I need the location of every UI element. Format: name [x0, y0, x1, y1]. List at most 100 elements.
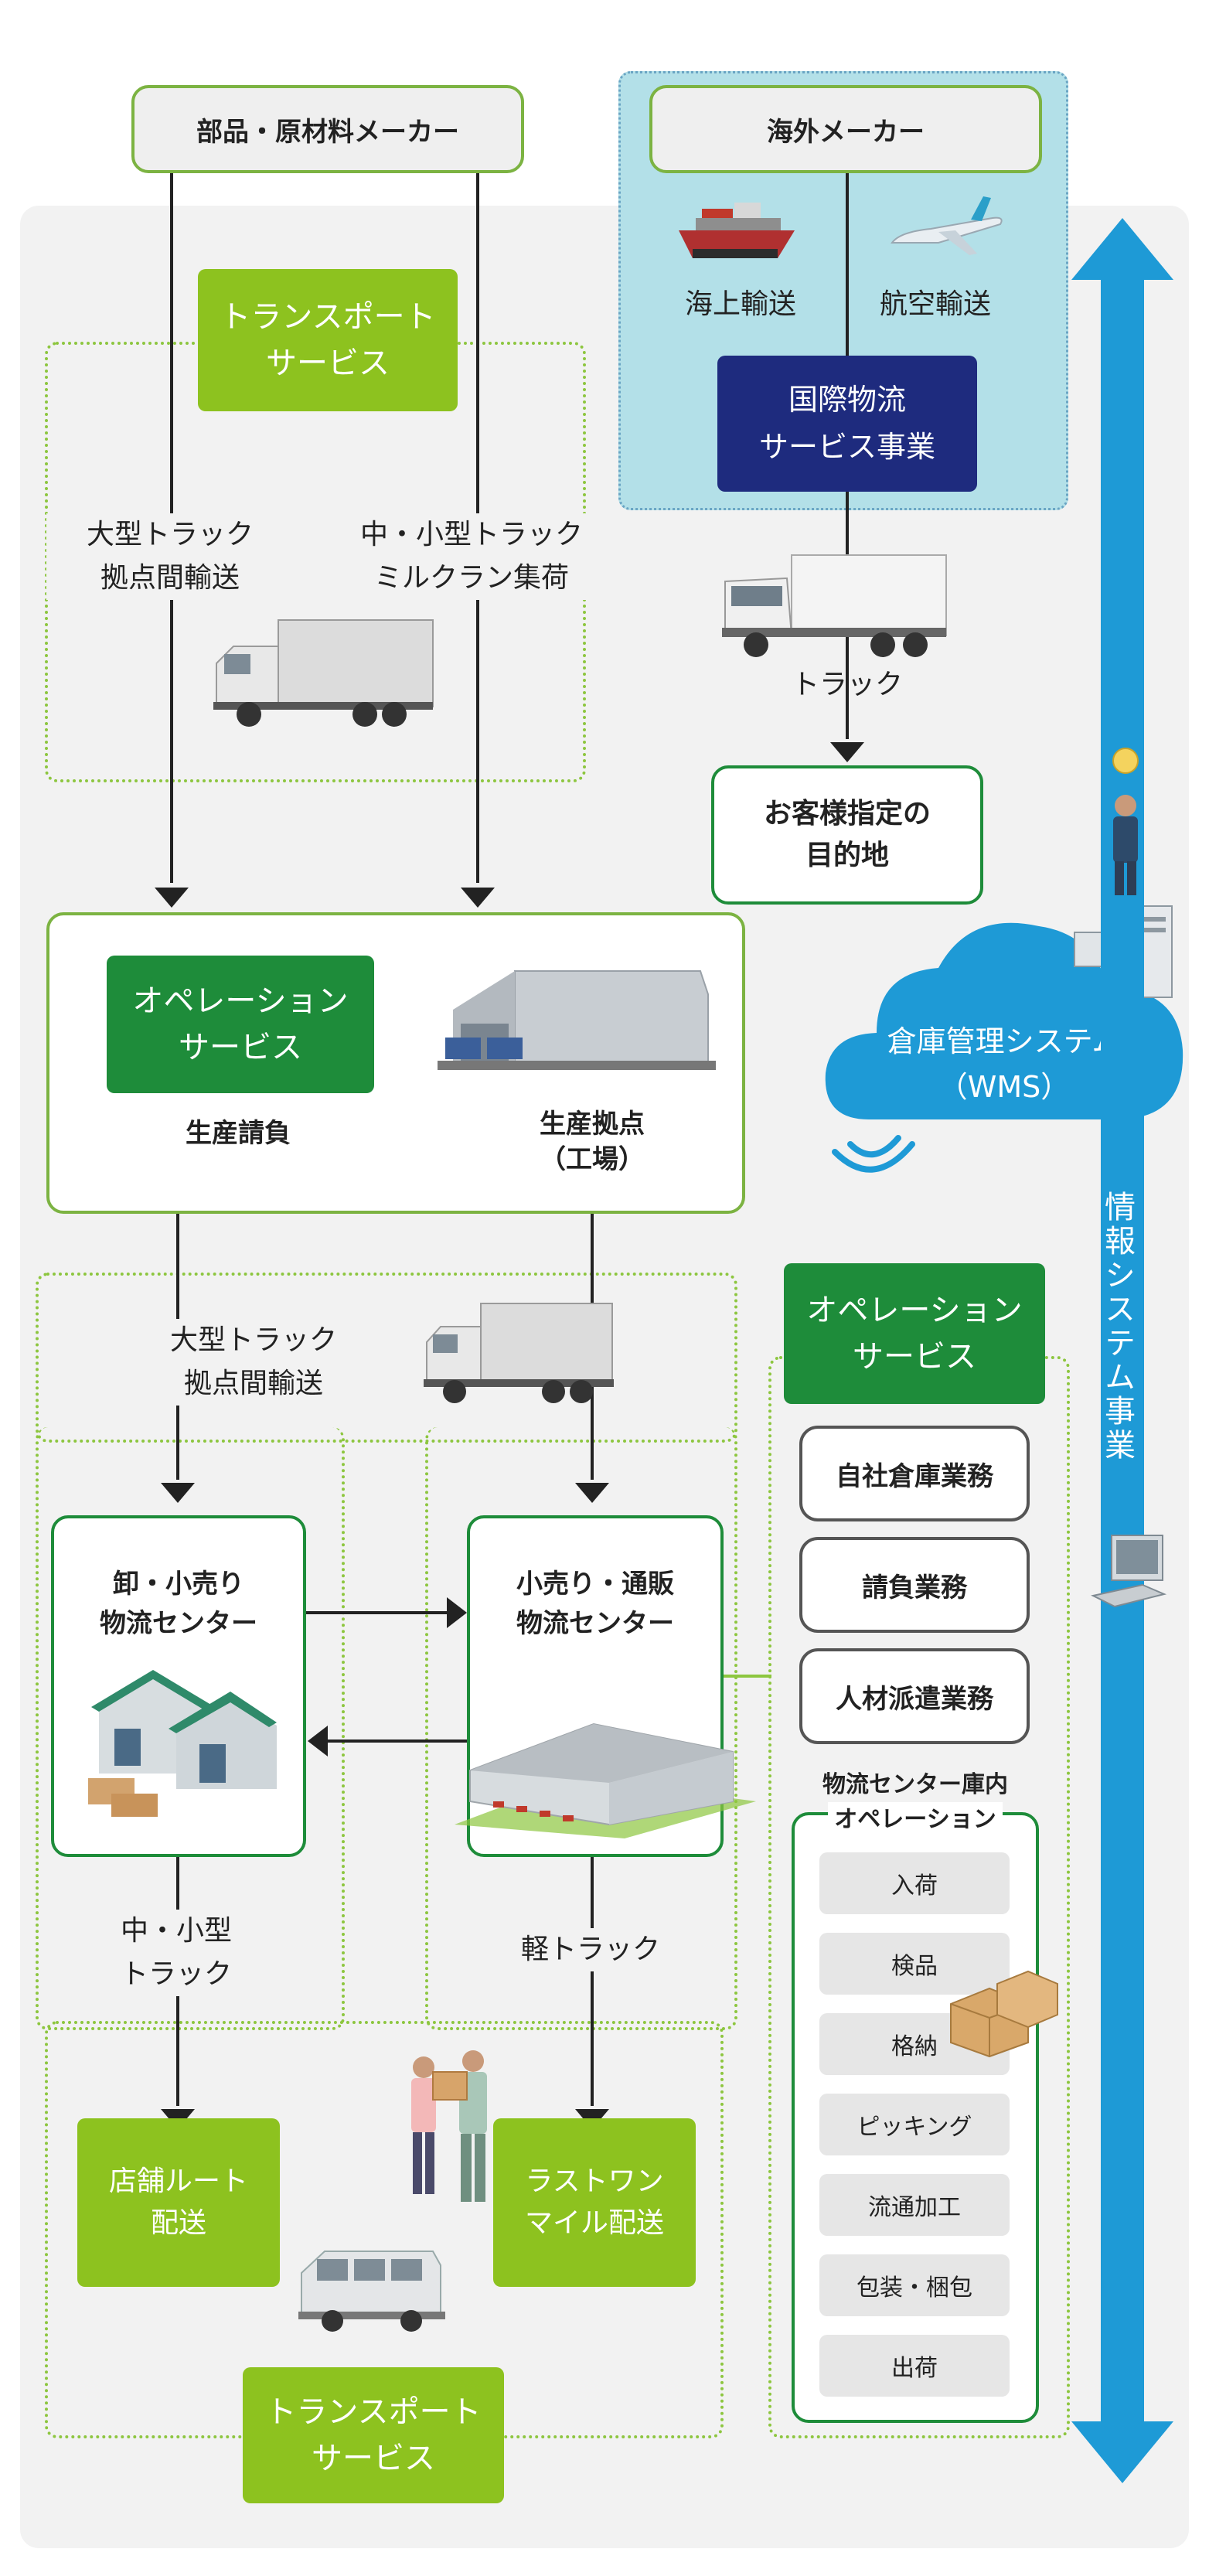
step-packing: 包装・梱包	[819, 2254, 1010, 2316]
computer-icon	[1091, 1535, 1167, 1608]
task-own-warehouse: 自社倉庫業務	[799, 1426, 1030, 1521]
transport-service-bottom: トランスポートサービス	[243, 2367, 504, 2503]
domestic-supplier-label: 部品・原材料メーカー	[196, 116, 459, 148]
transport-top-line1: トランスポート	[220, 299, 436, 335]
large-truck-mid-line2: 拠点間輸送	[183, 1367, 323, 1399]
task-staffing: 人材派遣業務	[799, 1648, 1030, 1744]
air-transport-label: 航空輸送	[879, 288, 991, 320]
wms-label: 倉庫管理システム （WMS）	[853, 1019, 1155, 1110]
mid-small-truck-line2: トラック	[120, 1958, 232, 1990]
light-truck-label: 軽トラック	[498, 1928, 683, 1971]
store-route-line1: 店舗ルート	[108, 2165, 248, 2197]
van-illustration	[298, 2251, 445, 2332]
transport-bottom-line1: トランスポート	[265, 2394, 482, 2430]
op-service-right-line2: サービス	[852, 1339, 976, 1375]
connector-retail-operation	[724, 1675, 771, 1678]
op-service-prod-line1: オペレーション	[132, 983, 349, 1019]
intl-service-line2: サービス事業	[758, 430, 935, 464]
step-processing: 流通加工	[819, 2174, 1010, 2236]
task-contract-work: 請負業務	[799, 1537, 1030, 1633]
wms-cloud	[825, 922, 1183, 1119]
wms-abbr: （WMS）	[938, 1069, 1071, 1104]
info-system-label: 情報システム事業	[1099, 1191, 1135, 1463]
wifi-signal-icon	[832, 1135, 915, 1173]
truck-illustration-mid	[424, 1303, 614, 1403]
step-inspection: 検品	[819, 1933, 1010, 1995]
inner-operation-title: 物流センター庫内 オペレーション	[776, 1767, 1054, 1837]
destination-line1: お客様指定の	[763, 798, 931, 830]
store-route-delivery: 店舗ルート配送	[77, 2118, 280, 2287]
arrow-right-top	[461, 888, 495, 908]
wms-title: 倉庫管理システム	[887, 1024, 1122, 1058]
intl-service-line1: 国際物流	[788, 383, 906, 417]
overseas-supplier-label: 海外メーカー	[767, 116, 925, 148]
inner-title-line2: オペレーション	[828, 1802, 1003, 1837]
large-truck-mid-line1: 大型トラック	[169, 1324, 337, 1356]
milk-run-line1: 中・小型トラック	[359, 519, 583, 550]
large-truck-top-line1: 大型トラック	[86, 519, 254, 550]
large-truck-label-mid: 大型トラック拠点間輸送	[130, 1319, 377, 1406]
arrow-to-retail	[447, 1597, 467, 1628]
retail-center-label: 小売り・通販物流センター	[467, 1565, 724, 1644]
left-column-region	[36, 1427, 345, 2030]
milk-run-label: 中・小型トラックミルクラン集荷	[325, 513, 618, 600]
truck-illustration-top	[213, 619, 434, 727]
right-column-region	[425, 1427, 737, 2030]
arrow-to-wholesale	[308, 1726, 328, 1757]
large-truck-label-top: 大型トラック拠点間輸送	[46, 513, 294, 600]
wholesale-center-label: 卸・小売り物流センター	[51, 1565, 306, 1644]
inner-title-line1: 物流センター庫内	[816, 1767, 1014, 1802]
wholesale-line1: 卸・小売り	[113, 1569, 244, 1600]
mid-small-truck-label: 中・小型トラック	[83, 1910, 269, 1996]
arrow-right-mid	[575, 1483, 609, 1503]
op-service-right-line1: オペレーション	[806, 1293, 1023, 1328]
overseas-supplier-box: 海外メーカー	[649, 85, 1042, 173]
step-receiving: 入荷	[819, 1852, 1010, 1914]
wholesale-line2: 物流センター	[100, 1608, 257, 1639]
store-route-line2: 配送	[150, 2207, 206, 2239]
operation-service-production: オペレーションサービス	[107, 956, 374, 1093]
op-service-prod-line2: サービス	[178, 1030, 302, 1065]
arrow-overseas	[830, 742, 864, 762]
mid-small-truck-line1: 中・小型	[120, 1915, 232, 1947]
airplane-icon	[891, 196, 1003, 255]
milk-run-line2: ミルクラン集荷	[373, 561, 569, 594]
international-logistics-service: 国際物流サービス事業	[717, 356, 977, 492]
transport-top-line2: サービス	[265, 346, 390, 381]
delivery-people-illustration	[411, 2050, 487, 2202]
line-to-retail	[306, 1611, 450, 1614]
factory-label: 生産拠点（工場）	[492, 1107, 693, 1178]
line-right-bottom	[591, 1857, 594, 2106]
factory-line1: 生産拠点	[540, 1109, 645, 1140]
last-mile-line2: マイル配送	[524, 2207, 664, 2239]
large-truck-top-line2: 拠点間輸送	[100, 561, 240, 594]
transport-service-top: トランスポートサービス	[198, 269, 458, 411]
boxes-illustration	[950, 1970, 1058, 2058]
factory-line2: （工場）	[540, 1143, 645, 1175]
ship-icon	[679, 203, 795, 258]
overseas-truck-label: トラック	[791, 669, 903, 700]
destination-line2: 目的地	[805, 840, 889, 871]
warehouse-illustration-left	[88, 1670, 277, 1817]
line-to-wholesale	[326, 1739, 467, 1743]
last-mile-line1: ラストワン	[525, 2165, 664, 2197]
step-shipping: 出荷	[819, 2335, 1010, 2397]
person-idea-icon	[1112, 748, 1139, 895]
last-mile-delivery: ラストワンマイル配送	[493, 2118, 696, 2287]
domestic-supplier-box: 部品・原材料メーカー	[131, 85, 524, 173]
info-system-double-arrow	[1071, 218, 1173, 2483]
warehouse-illustration-right	[455, 1722, 756, 1838]
destination-box: お客様指定の目的地	[711, 765, 983, 905]
production-contract-label: 生産請負	[186, 1118, 291, 1149]
factory-illustration	[438, 970, 716, 1070]
arrow-left-top	[155, 888, 189, 908]
retail-line2: 物流センター	[516, 1608, 674, 1639]
step-picking: ピッキング	[819, 2094, 1010, 2155]
retail-line1: 小売り・通販	[516, 1569, 674, 1600]
transport-bottom-line2: サービス	[311, 2441, 435, 2476]
arrow-left-mid	[161, 1483, 195, 1503]
mid-transport-region	[36, 1273, 737, 1443]
sea-transport-label: 海上輸送	[684, 288, 796, 320]
operation-service-right: オペレーションサービス	[784, 1263, 1045, 1404]
overseas-truck-illustration	[722, 554, 947, 657]
